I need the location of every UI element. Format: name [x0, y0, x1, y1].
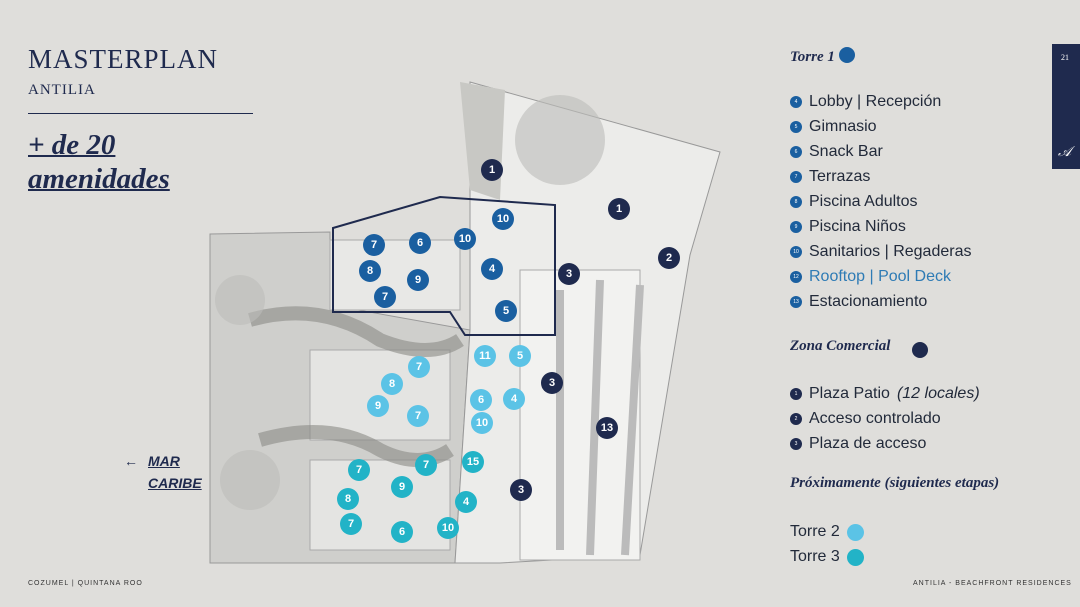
- map-marker-torre2[interactable]: 7: [408, 356, 430, 378]
- map-marker-torre2[interactable]: 8: [381, 373, 403, 395]
- footer-brand: ANTILIA - BEACHFRONT RESIDENCES: [913, 580, 1072, 587]
- map-marker-plaza-acceso[interactable]: 3: [510, 479, 532, 501]
- headline-line-2: amenidades: [28, 163, 170, 195]
- legend-number-badge: 2: [790, 413, 802, 425]
- map-marker-torre1[interactable]: 9: [407, 269, 429, 291]
- map-marker-torre2[interactable]: 9: [367, 395, 389, 417]
- legend-label: Acceso controlado: [809, 410, 941, 427]
- torre2-color-dot: [846, 523, 864, 541]
- legend-number-badge: 8: [790, 196, 802, 208]
- legend-item: 7 Terrazas: [790, 168, 870, 186]
- legend-number-badge: 1: [790, 388, 802, 400]
- torre3-color-dot: [846, 548, 864, 566]
- mar-label: MAR: [148, 453, 180, 469]
- torre1-color-dot: [838, 47, 855, 63]
- legend-item: 6 Snack Bar: [790, 143, 883, 161]
- legend-label: Gimnasio: [809, 118, 877, 135]
- page-title: MASTERPLAN: [28, 44, 219, 74]
- legend-number-badge: 6: [790, 146, 802, 158]
- map-marker-torre1[interactable]: 8: [359, 260, 381, 282]
- map-marker-torre2[interactable]: 5: [509, 345, 531, 367]
- legend-item: 2 Acceso controlado: [790, 410, 941, 428]
- legend-label: Plaza Patio: [809, 385, 890, 402]
- legend-label: Estacionamiento: [809, 293, 928, 310]
- map-marker-torre2[interactable]: 6: [470, 389, 492, 411]
- legend-label: Terrazas: [809, 168, 871, 185]
- legend-label: Lobby | Recepción: [809, 93, 942, 110]
- map-marker-torre1[interactable]: 7: [363, 234, 385, 256]
- headline-line-1: + de 20: [28, 129, 116, 161]
- map-marker-torre3[interactable]: 15: [462, 451, 484, 473]
- legend-label: Piscina Niños: [809, 218, 906, 235]
- map-marker-plaza-patio[interactable]: 1: [481, 159, 503, 181]
- legend-label: Snack Bar: [809, 143, 883, 160]
- legend-item: 12 Rooftop | Pool Deck: [790, 268, 951, 286]
- map-marker-torre1[interactable]: 4: [481, 258, 503, 280]
- footer-location: COZUMEL | QUINTANA ROO: [28, 580, 143, 587]
- legend-item: 8 Piscina Adultos: [790, 193, 918, 211]
- legend-label: Piscina Adultos: [809, 193, 918, 210]
- page-number: 21: [1061, 53, 1069, 62]
- map-marker-torre3[interactable]: 4: [455, 491, 477, 513]
- legend-torre1-title-text: Torre 1: [790, 49, 835, 65]
- legend-zona-title: Zona Comercial: [790, 338, 929, 358]
- legend-number-badge: 5: [790, 121, 802, 133]
- legend-item: 10 Sanitarios | Regaderas: [790, 243, 971, 261]
- legend-label: Rooftop | Pool Deck: [809, 268, 952, 285]
- legend-item-torre3: Torre 3: [790, 548, 864, 566]
- map-marker-torre3[interactable]: 8: [337, 488, 359, 510]
- legend-item: 3 Plaza de acceso: [790, 435, 926, 453]
- map-marker-torre1[interactable]: 5: [495, 300, 517, 322]
- map-marker-torre2[interactable]: 4: [503, 388, 525, 410]
- map-marker-torre1[interactable]: 6: [409, 232, 431, 254]
- map-marker-torre3[interactable]: 7: [415, 454, 437, 476]
- legend-label: Sanitarios | Regaderas: [809, 243, 972, 260]
- legend-note: (12 locales): [896, 385, 980, 402]
- legend-zona-title-text: Zona Comercial: [790, 338, 891, 354]
- legend-number-badge: 4: [790, 96, 802, 108]
- legend-torre1-title: Torre 1: [790, 47, 855, 66]
- map-marker-acceso-controlado[interactable]: 2: [658, 247, 680, 269]
- map-marker-torre3[interactable]: 9: [391, 476, 413, 498]
- legend-item: 13 Estacionamiento: [790, 293, 927, 311]
- legend-proximamente-title: Próximamente (siguientes etapas): [790, 475, 1000, 491]
- legend-number-badge: 9: [790, 221, 802, 233]
- map-marker-torre1[interactable]: 10: [454, 228, 476, 250]
- map-marker-plaza-patio[interactable]: 1: [608, 198, 630, 220]
- legend-label: Torre 3: [790, 548, 840, 565]
- map-marker-estacionamiento[interactable]: 13: [596, 417, 618, 439]
- map-marker-plaza-acceso[interactable]: 3: [541, 372, 563, 394]
- antilia-logo: 𝒜: [1058, 145, 1072, 160]
- divider: [28, 113, 253, 114]
- legend-item-torre2: Torre 2: [790, 523, 864, 541]
- map-marker-torre2[interactable]: 7: [407, 405, 429, 427]
- arrow-left-icon: ←: [124, 453, 138, 469]
- map-marker-torre2[interactable]: 11: [474, 345, 496, 367]
- legend-item: 9 Piscina Niños: [790, 218, 906, 236]
- legend-item: 5 Gimnasio: [790, 118, 877, 136]
- legend-item: 4 Lobby | Recepción: [790, 93, 941, 111]
- caribe-label: CARIBE: [148, 475, 202, 491]
- map-marker-plaza-acceso[interactable]: 3: [558, 263, 580, 285]
- legend-label: Plaza de acceso: [809, 435, 927, 452]
- page-subtitle: ANTILIA: [28, 82, 96, 98]
- mar-caribe-label: ← MAR CARIBE: [124, 450, 202, 494]
- page-number-bar: 21 𝒜: [1052, 44, 1080, 169]
- legend-label: Torre 2: [790, 523, 840, 540]
- map-marker-torre2[interactable]: 10: [471, 412, 493, 434]
- legend-item: 1 Plaza Patio (12 locales): [790, 385, 980, 403]
- map-marker-torre1[interactable]: 10: [492, 208, 514, 230]
- legend-number-badge: 7: [790, 171, 802, 183]
- zona-color-dot: [912, 342, 929, 358]
- map-marker-torre3[interactable]: 7: [340, 513, 362, 535]
- map-marker-torre3[interactable]: 10: [437, 517, 459, 539]
- legend-number-badge: 10: [790, 246, 802, 258]
- legend-number-badge: 13: [790, 296, 802, 308]
- map-marker-torre3[interactable]: 7: [348, 459, 370, 481]
- map-marker-torre3[interactable]: 6: [391, 521, 413, 543]
- legend-number-badge: 12: [790, 271, 802, 283]
- legend-number-badge: 3: [790, 438, 802, 450]
- map-marker-torre1[interactable]: 7: [374, 286, 396, 308]
